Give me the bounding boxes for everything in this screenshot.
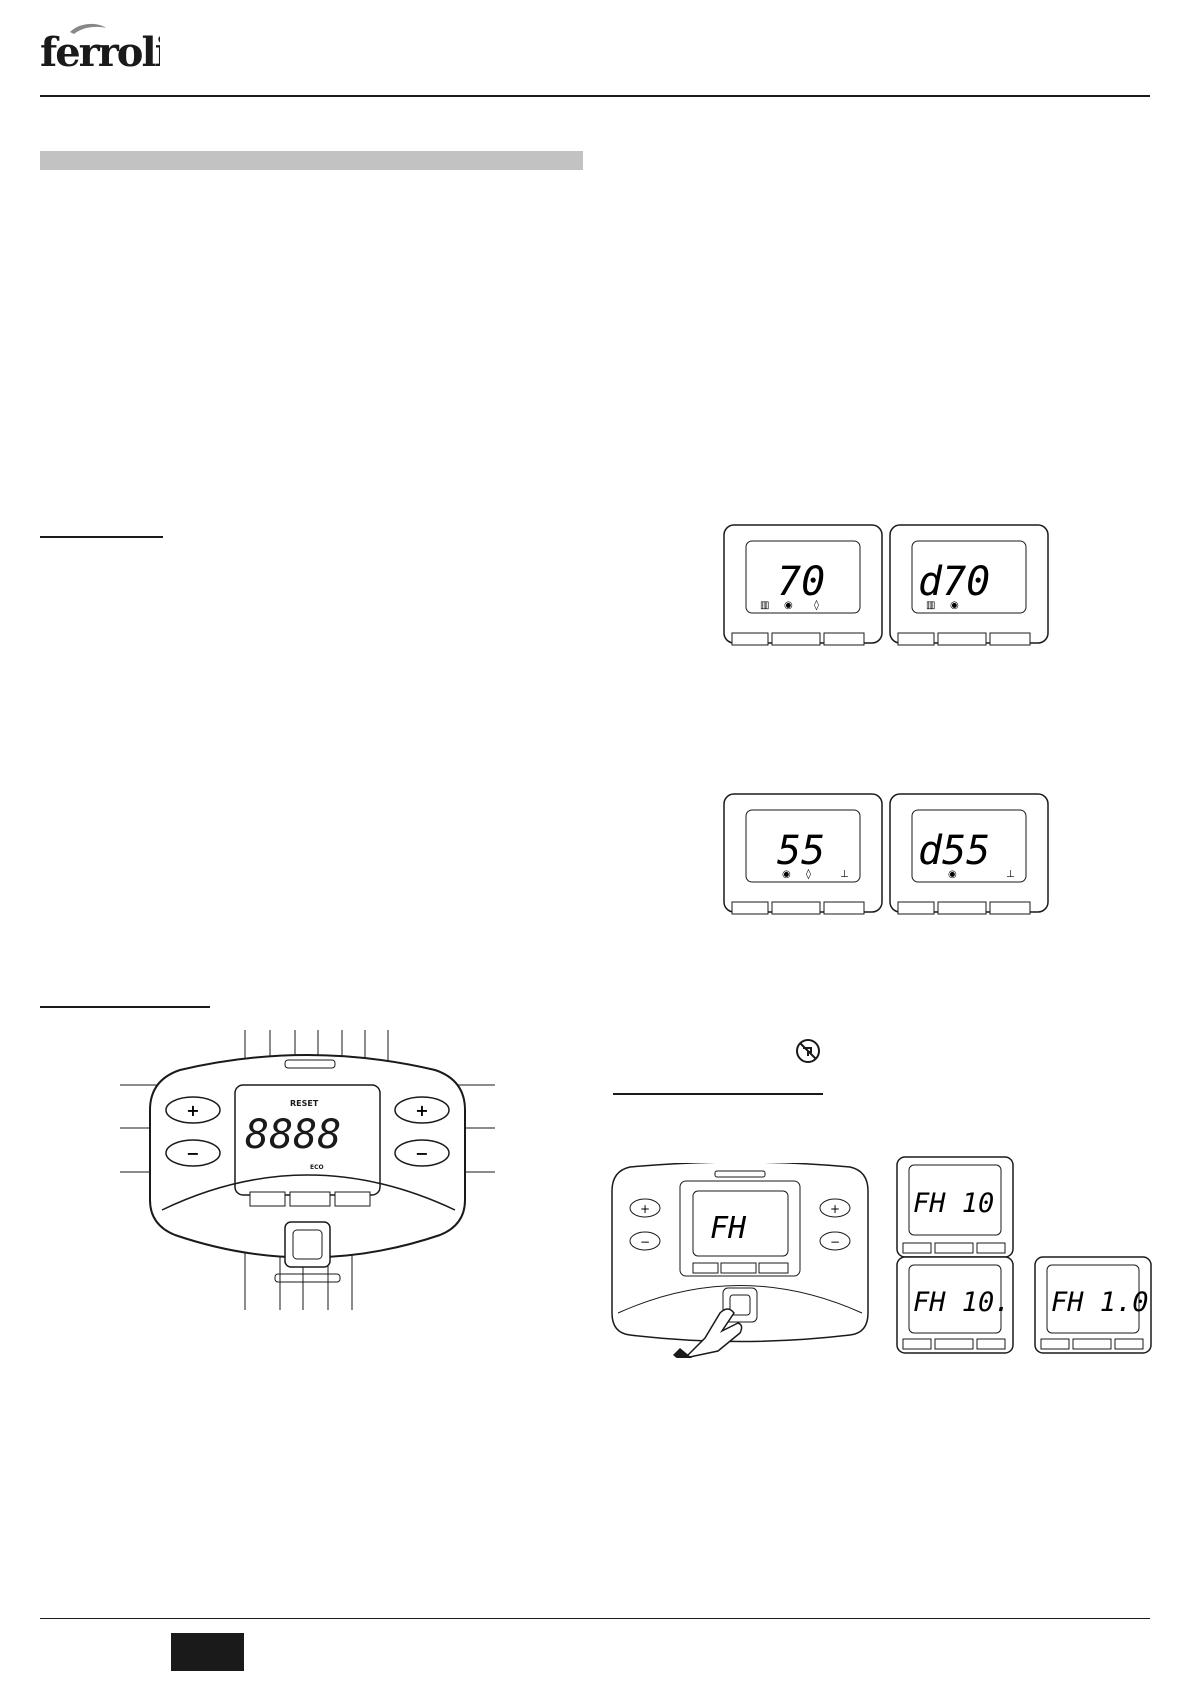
svg-text:+: + (640, 1202, 650, 1216)
svg-text:d70: d70 (918, 559, 990, 605)
dhw-display-demand: d55 ◉ ⊥ (889, 793, 1049, 915)
header-rule (40, 95, 1150, 97)
brand-name: ferroli (40, 29, 160, 74)
eco-comfort-button[interactable] (334, 1191, 371, 1207)
svg-text:d55: d55 (918, 828, 990, 874)
svg-text:FH 10: FH 10 (913, 1188, 994, 1219)
svg-text:FH 1.0: FH 1.0 (1051, 1287, 1149, 1318)
ferroli-logo: ferroli (40, 23, 160, 74)
info-screen-1: FH 10 (896, 1156, 1014, 1258)
dhw-plus-button[interactable]: + (394, 1096, 450, 1124)
reset-label: RESET (290, 1099, 319, 1108)
section-heading-underline (613, 1093, 823, 1095)
svg-text:◉: ◉ (948, 869, 957, 880)
heating-display-normal: 70 ▥ ◉ ◊ (723, 524, 883, 646)
svg-text:⊥: ⊥ (1006, 869, 1015, 880)
dhw-display-normal: 55 ◉ ◊ ⊥ (723, 793, 883, 915)
heating-plus-button[interactable]: + (165, 1096, 221, 1124)
section-heading-underline (40, 536, 163, 538)
svg-text:◉: ◉ (784, 600, 793, 611)
svg-text:70: 70 (777, 559, 825, 605)
dhw-minus-button[interactable]: − (394, 1139, 450, 1167)
section-title-bar (40, 151, 583, 170)
display-digits: 8888 (245, 1112, 341, 1158)
page-tab (171, 1633, 244, 1671)
heating-displays: 70 ▥ ◉ ◊ d70 ▥ ◉ (723, 524, 1049, 646)
svg-text:⊥: ⊥ (840, 869, 849, 880)
svg-text:◉: ◉ (950, 600, 959, 611)
svg-text:−: − (186, 1144, 199, 1163)
info-main-display: FH (710, 1211, 747, 1246)
svg-text:▥: ▥ (760, 600, 769, 611)
eco-label: ECO (310, 1164, 324, 1171)
info-screen-3: FH 1.0 (1034, 1256, 1152, 1354)
info-screen-2: FH 10. (896, 1256, 1014, 1354)
svg-text:◊: ◊ (806, 868, 811, 880)
control-panel-diagram: 8888 RESET ECO + − + − (120, 1030, 495, 1310)
footer-rule (40, 1618, 1150, 1619)
info-panel-diagram: FH + − + − (611, 1163, 869, 1358)
svg-text:◉: ◉ (782, 869, 791, 880)
service-button[interactable] (284, 1221, 331, 1268)
svg-text:+: + (415, 1101, 428, 1120)
svg-text:−: − (640, 1235, 650, 1249)
dhw-displays: 55 ◉ ◊ ⊥ d55 ◉ ⊥ (723, 793, 1049, 915)
pointing-hand-icon (673, 1308, 743, 1358)
svg-text:◊: ◊ (814, 599, 819, 611)
no-hot-water-icon (796, 1039, 820, 1063)
heating-minus-button[interactable]: − (165, 1139, 221, 1167)
svg-text:−: − (830, 1235, 840, 1249)
svg-text:55: 55 (777, 828, 825, 874)
section-heading-underline (40, 1006, 210, 1008)
svg-text:−: − (415, 1144, 428, 1163)
reset-button[interactable] (289, 1191, 331, 1207)
svg-text:+: + (830, 1202, 840, 1216)
heating-display-demand: d70 ▥ ◉ (889, 524, 1049, 646)
svg-text:+: + (186, 1101, 199, 1120)
summer-winter-button[interactable] (249, 1191, 286, 1207)
svg-text:FH 10.: FH 10. (913, 1287, 1011, 1318)
info-screens: FH 10 FH 10. FH 1.0 (896, 1156, 1152, 1354)
svg-text:▥: ▥ (926, 600, 935, 611)
